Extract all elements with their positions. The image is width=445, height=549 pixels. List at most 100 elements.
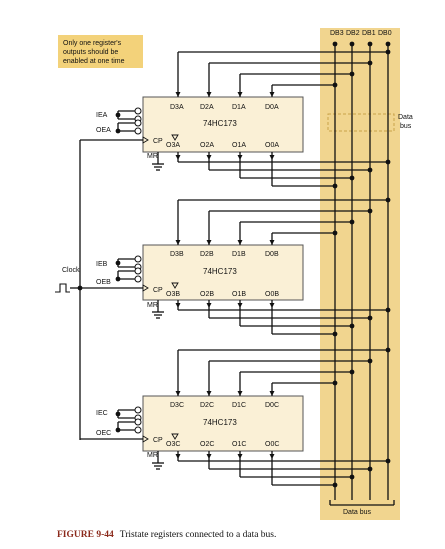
reg-a-out-0: O0A: [265, 142, 279, 149]
reg-a-in-arrow-2: [237, 92, 243, 97]
reg-c-out-1: O1C: [232, 441, 246, 448]
note-line-3: enabled at one time: [63, 58, 125, 65]
reg-c-in-3: D3C: [170, 402, 184, 409]
reg-b-oe: OEB: [96, 279, 111, 286]
reg-c-out-dot-0: [385, 458, 391, 464]
reg-b-out-arrow-1: [206, 303, 212, 308]
reg-c-chip: 74HC173: [203, 418, 237, 427]
reg-c-out-dot-1: [367, 466, 373, 472]
reg-b-out-arrow-0: [175, 303, 181, 308]
reg-c-oe: OEC: [96, 430, 111, 437]
reg-b-in-2: D2B: [200, 251, 214, 258]
reg-b-out-1: O1B: [232, 291, 246, 298]
reg-b-out-2: O2B: [200, 291, 214, 298]
reg-a-in-dot-3: [332, 82, 338, 88]
data-bus-band: [320, 28, 400, 520]
reg-a-in-arrow-1: [206, 92, 212, 97]
reg-b-in-arrow-3: [269, 240, 275, 245]
bus-side-label-1: Data: [398, 114, 413, 121]
reg-b-out-dot-3: [332, 331, 338, 337]
reg-a-chip: 74HC173: [203, 119, 237, 128]
reg-c-in-0: D0C: [265, 402, 279, 409]
reg-a-in-dot-0: [385, 49, 391, 55]
reg-c-in-arrow-1: [206, 391, 212, 396]
reg-b-in-dot-2: [349, 219, 355, 225]
reg-a-in-dot-2: [349, 71, 355, 77]
reg-a-out-3: O3A: [166, 142, 180, 149]
reg-b-out-0: O0B: [265, 291, 279, 298]
reg-b-out-3: O3B: [166, 291, 180, 298]
register-a-chip-body: [142, 96, 304, 153]
reg-c-in-dot-3: [332, 380, 338, 386]
reg-a-out-2: O2A: [200, 142, 214, 149]
reg-a-in-2: D2A: [200, 104, 214, 111]
bus-top-dot-3: [385, 41, 391, 47]
reg-a-out-dot-1: [367, 167, 373, 173]
reg-c-out-arrow-3: [269, 454, 275, 459]
reg-a-in-arrow-0: [175, 92, 181, 97]
reg-a-out-1: O1A: [232, 142, 246, 149]
reg-b-in-dot-1: [367, 208, 373, 214]
reg-b-in-3: D3B: [170, 251, 184, 258]
bus-label-db0: DB0: [378, 30, 392, 37]
reg-a-tristate-symbol: [171, 134, 179, 141]
reg-c-out-arrow-2: [237, 454, 243, 459]
reg-c-in-1: D1C: [232, 402, 246, 409]
reg-c-mr: MR: [147, 452, 158, 459]
reg-a-mr: MR: [147, 153, 158, 160]
reg-c-out-2: O2C: [200, 441, 214, 448]
bus-top-dot-0: [332, 41, 338, 47]
reg-a-cp: CP: [153, 138, 163, 145]
reg-b-out-arrow-2: [237, 303, 243, 308]
reg-b-in-dot-3: [332, 230, 338, 236]
reg-c-out-3: O3C: [166, 441, 180, 448]
reg-c-in-dot-1: [367, 358, 373, 364]
reg-c-out-arrow-0: [175, 454, 181, 459]
reg-b-ie: IEB: [96, 261, 108, 268]
reg-c-out-dot-2: [349, 474, 355, 480]
reg-b-in-1: D1B: [232, 251, 246, 258]
reg-a-oe: OEA: [96, 127, 111, 134]
reg-b-out-dot-1: [367, 315, 373, 321]
figure-number: FIGURE 9-44: [57, 530, 114, 540]
reg-c-cp: CP: [153, 437, 163, 444]
reg-a-out-arrow-3: [269, 155, 275, 160]
reg-a-out-arrow-2: [237, 155, 243, 160]
reg-b-chip: 74HC173: [203, 267, 237, 276]
reg-b-in-arrow-2: [237, 240, 243, 245]
register-b-chip-body: [142, 244, 304, 301]
reg-b-cp-clock-triangle: [142, 284, 149, 292]
reg-c-in-dot-0: [385, 347, 391, 353]
reg-c-ie: IEC: [96, 410, 108, 417]
reg-a-out-arrow-0: [175, 155, 181, 160]
reg-a-in-dot-1: [367, 60, 373, 66]
note-line-2: outputs should be: [63, 49, 118, 56]
bus-label-db1: DB1: [362, 30, 376, 37]
reg-c-in-dot-2: [349, 369, 355, 375]
register-c-chip-body: [142, 395, 304, 452]
reg-a-out-dot-3: [332, 183, 338, 189]
reg-c-in-2: D2C: [200, 402, 214, 409]
reg-a-in-1: D1A: [232, 104, 246, 111]
reg-c-out-dot-3: [332, 482, 338, 488]
reg-c-tristate-symbol: [171, 433, 179, 440]
reg-b-tristate-symbol: [171, 282, 179, 289]
bus-bottom-label: Data bus: [343, 509, 372, 516]
reg-c-cp-clock-triangle: [142, 435, 149, 443]
note-box: [58, 35, 143, 68]
reg-b-out-arrow-3: [269, 303, 275, 308]
clock-label: Clock: [62, 267, 80, 274]
reg-a-out-dot-2: [349, 175, 355, 181]
reg-b-in-0: D0B: [265, 251, 279, 258]
data-bus-dashed-box: [327, 113, 395, 132]
reg-b-in-dot-0: [385, 197, 391, 203]
reg-a-out-arrow-1: [206, 155, 212, 160]
bus-top-dot-1: [349, 41, 355, 47]
reg-a-out-dot-0: [385, 159, 391, 165]
reg-c-out-arrow-1: [206, 454, 212, 459]
reg-a-in-3: D3A: [170, 104, 184, 111]
reg-a-in-0: D0A: [265, 104, 279, 111]
